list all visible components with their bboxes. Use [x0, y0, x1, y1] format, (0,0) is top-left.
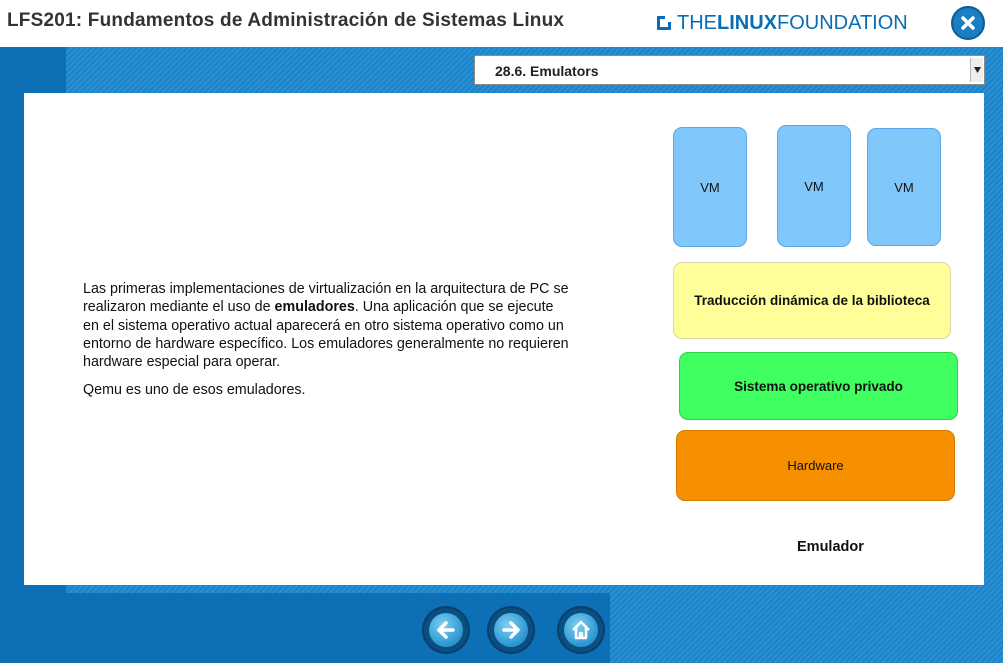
next-button[interactable]	[489, 608, 533, 652]
back-button-face	[429, 613, 463, 647]
layer-hardware: Hardware	[676, 430, 955, 501]
diagram-caption: Emulador	[797, 539, 864, 555]
vm-box-3: VM	[867, 128, 941, 246]
back-button[interactable]	[424, 608, 468, 652]
vm-box-2: VM	[777, 125, 851, 247]
intro-text-1: Las primeras implementaciones de virtual…	[83, 281, 569, 316]
logo-linux: LINUX	[717, 11, 777, 34]
intro-paragraph: Las primeras implementaciones de virtual…	[83, 280, 573, 371]
qemu-paragraph: Qemu es uno de esos emuladores.	[83, 382, 306, 398]
course-title: LFS201: Fundamentos de Administración de…	[7, 10, 565, 31]
dropdown-arrow-icon[interactable]	[970, 58, 983, 82]
next-button-face	[494, 613, 528, 647]
home-icon	[572, 620, 590, 640]
app-header: LFS201: Fundamentos de Administración de…	[0, 0, 1003, 47]
logo-mark-icon	[657, 16, 671, 30]
close-button[interactable]	[951, 6, 985, 40]
logo-foundation: FOUNDATION	[777, 11, 908, 34]
content-panel: Las primeras implementaciones de virtual…	[24, 93, 984, 585]
arrow-right-icon	[502, 621, 520, 639]
arrow-left-icon	[437, 621, 455, 639]
close-icon	[961, 16, 975, 30]
layer-translation: Traducción dinámica de la biblioteca	[673, 262, 951, 339]
home-button[interactable]	[559, 608, 603, 652]
logo-the: THE	[677, 11, 717, 34]
section-select-value: 28.6. Emulators	[495, 63, 599, 79]
linux-foundation-logo: THE LINUX FOUNDATION	[657, 10, 908, 36]
home-button-face	[564, 613, 598, 647]
section-select[interactable]: 28.6. Emulators	[474, 55, 985, 85]
layer-private-os: Sistema operativo privado	[679, 352, 958, 420]
intro-bold-term: emuladores	[274, 299, 355, 316]
intro-text-2: . Una aplicación que se ejecute en el si…	[83, 299, 569, 371]
vm-box-1: VM	[673, 127, 747, 247]
